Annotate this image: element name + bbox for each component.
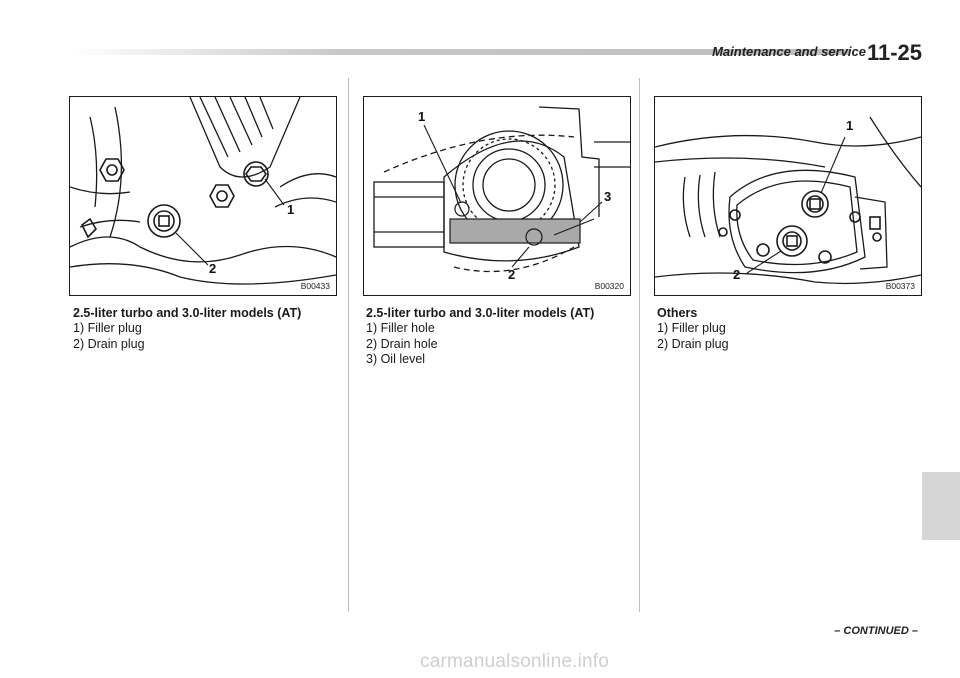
- callout-1: 1: [846, 118, 854, 133]
- list-item: 2) Drain plug: [73, 336, 145, 351]
- list-item: 1) Filler hole: [366, 321, 435, 336]
- figure-transmission-plugs-others: 1 2 B00373: [654, 96, 922, 296]
- callout-2: 2: [209, 261, 217, 276]
- callout-2: 2: [508, 267, 516, 282]
- callout-1: 1: [418, 109, 426, 124]
- caption-title: 2.5-liter turbo and 3.0-liter models (AT…: [73, 306, 302, 320]
- caption-title: 2.5-liter turbo and 3.0-liter models (AT…: [366, 306, 595, 320]
- caption-title: Others: [657, 306, 698, 320]
- figure-code: B00433: [300, 281, 330, 291]
- list-item: 2) Drain hole: [366, 336, 438, 351]
- page-number: 11-25: [866, 40, 922, 65]
- list-item: 3) Oil level: [366, 352, 426, 367]
- column-divider: [639, 78, 640, 612]
- column-divider: [348, 78, 349, 612]
- header-rule: [70, 49, 850, 55]
- chapter-tab: [922, 472, 960, 540]
- watermark: carmanualsonline.info: [420, 651, 610, 672]
- caption-figure-1: 2.5-liter turbo and 3.0-liter models (AT…: [73, 306, 301, 352]
- caption-figure-3: Others 1) Filler plug 2) Drain plug: [657, 306, 729, 352]
- figure-code: B00373: [885, 281, 915, 291]
- figure-differential-levels: 1 2 3 B00320: [363, 96, 631, 296]
- caption-figure-2: 2.5-liter turbo and 3.0-liter models (AT…: [366, 306, 594, 368]
- list-item: 2) Drain plug: [657, 336, 729, 351]
- callout-2: 2: [733, 267, 741, 282]
- figure-code: B00320: [594, 281, 624, 291]
- continued-note: – CONTINUED –: [834, 625, 918, 637]
- differential-illustration: [373, 106, 630, 273]
- callout-1: 1: [287, 202, 295, 217]
- callout-3: 3: [604, 189, 612, 204]
- section-title: Maintenance and service: [712, 44, 866, 59]
- figure-transmission-plugs-turbo: 1 2 B00433: [69, 96, 337, 296]
- list-item: 1) Filler plug: [73, 321, 142, 336]
- list-item: 1) Filler plug: [657, 321, 726, 336]
- transmission-illustration: [70, 97, 336, 285]
- transmission-illustration: [655, 116, 921, 285]
